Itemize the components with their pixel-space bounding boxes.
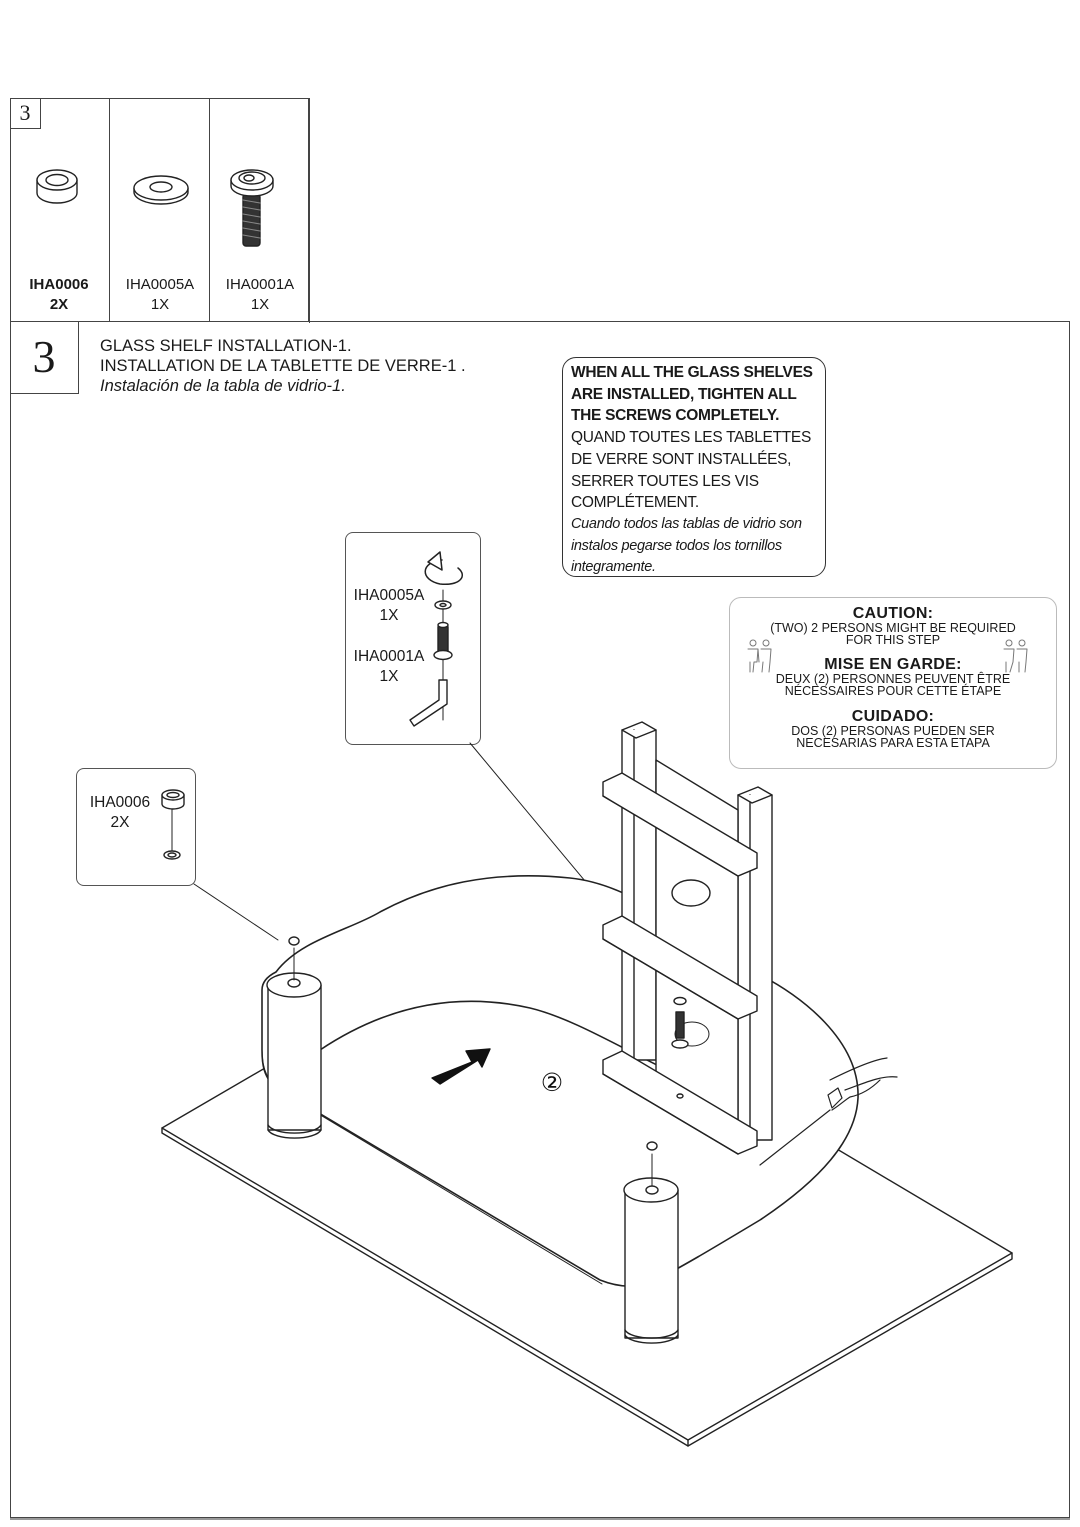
part-qty: 2X: [49, 296, 69, 313]
parts-step-number: 3: [10, 98, 41, 129]
hex-socket-bolt-icon: [230, 169, 274, 247]
caution-heading-en: CAUTION:: [852, 605, 934, 622]
note-line: Cuando todos las tablas de vidrio son: [571, 515, 802, 532]
step-number: 3: [10, 321, 79, 394]
direction-marker: ②: [541, 1068, 563, 1097]
step-title-fr: INSTALLATION DE LA TABLETTE DE VERRE-1 .: [100, 357, 466, 375]
caution-heading-es: CUIDADO:: [851, 708, 935, 725]
spacer-ring-icon: [36, 169, 78, 204]
caution-text: DOS (2) PERSONAS PUEDEN SER: [791, 724, 995, 738]
two-persons-icon: [1003, 639, 1028, 673]
parts-col-2: [110, 98, 210, 322]
callout-qty: 2X: [110, 814, 130, 831]
caution-heading-fr: MISE EN GARDE:: [824, 656, 962, 673]
callout-washer-label: IHA0005A 1X: [346, 586, 432, 626]
note-line: WHEN ALL THE GLASS SHELVES: [571, 364, 813, 381]
part-label: IHA0006 2X: [9, 275, 109, 315]
callout-qty: 1X: [379, 668, 399, 685]
note-line: ARE INSTALLED, TIGHTEN ALL: [571, 385, 797, 403]
caution-panel: CAUTION: (TWO) 2 PERSONS MIGHT BE REQUIR…: [729, 597, 1057, 769]
parts-col-1: [10, 98, 110, 322]
caution-text: NECESARIAS PARA ESTA ETAPA: [796, 736, 990, 750]
part-code: IHA0001A: [225, 276, 295, 293]
rotate-arrow-icon: [424, 551, 463, 585]
callout-code: IHA0005A: [353, 587, 425, 604]
hand-illustration: [759, 1057, 898, 1166]
caution-text: (TWO) 2 PERSONS MIGHT BE REQUIRED: [770, 621, 1016, 635]
step-title-en: GLASS SHELF INSTALLATION-1.: [100, 337, 352, 355]
insert-direction-arrow: [431, 1048, 491, 1085]
part-qty: 1X: [250, 296, 270, 313]
step-title-es: Instalación de la tabla de vidrio-1.: [100, 377, 346, 395]
caution-text: FOR THIS STEP: [845, 633, 941, 647]
left-post: [266, 936, 322, 1139]
callout-code: IHA0006: [89, 794, 151, 811]
callout-spacer-label: IHA0006 2X: [80, 793, 160, 833]
note-line: COMPLÉTEMENT.: [571, 494, 699, 512]
caution-text: NÉCESSAIRES POUR CETTE ÉTAPE: [784, 684, 1002, 698]
bolt-icon: [433, 621, 453, 661]
part-label: IHA0005A 1X: [110, 275, 210, 315]
note-line: SERRER TOUTES LES VIS: [571, 472, 759, 490]
part-code: IHA0005A: [125, 276, 195, 293]
right-post: [623, 1141, 679, 1344]
vertical-bracket: [602, 721, 773, 1155]
callout-code: IHA0001A: [353, 648, 425, 665]
tighten-note: WHEN ALL THE GLASS SHELVES ARE INSTALLED…: [562, 357, 826, 577]
part-code: IHA0006: [29, 276, 89, 293]
note-line: DE VERRE SONT INSTALLÉES,: [571, 450, 792, 468]
caution-text: DEUX (2) PERSONNES PEUVENT ÊTRE: [775, 672, 1011, 686]
spacer-ring-icon: [161, 789, 185, 860]
callout-qty: 1X: [379, 607, 399, 624]
part-qty: 1X: [150, 296, 170, 313]
note-line: integramente.: [571, 559, 656, 576]
parts-col-3: [210, 98, 309, 322]
parts-table: [10, 98, 310, 323]
part-label: IHA0001A 1X: [210, 275, 310, 315]
spacer-leader-line: [193, 883, 279, 941]
step-panel: [10, 321, 1070, 1518]
washer-icon: [133, 175, 189, 205]
allen-key-icon: [409, 679, 448, 727]
washer-icon: [434, 600, 452, 610]
note-line: THE SCREWS COMPLETELY.: [571, 407, 780, 425]
spacer-detail-callout: [76, 768, 196, 886]
note-line: instalos pegarse todos los tornillos: [571, 537, 782, 554]
note-line: QUAND TOUTES LES TABLETTES: [571, 429, 811, 447]
callout-bolt-label: IHA0001A 1X: [346, 647, 432, 687]
two-persons-icon: [747, 639, 772, 673]
